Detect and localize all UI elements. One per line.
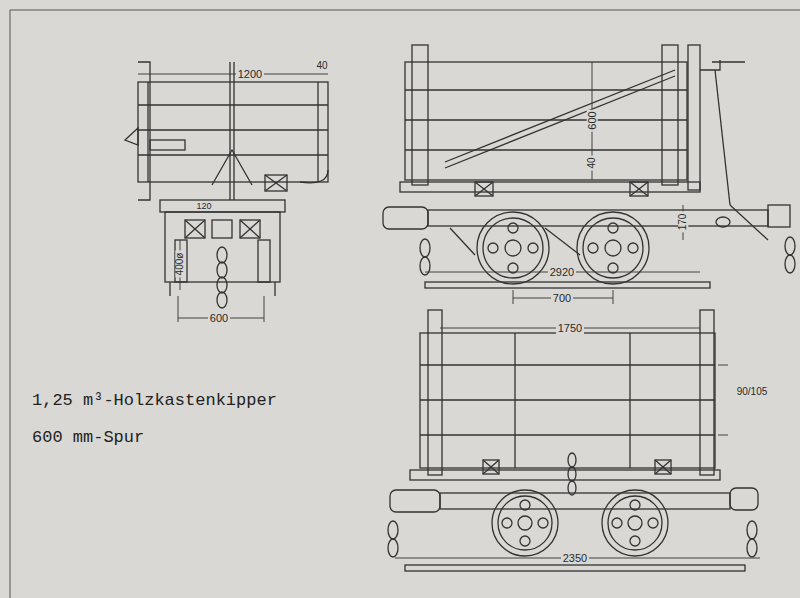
dimension-label: 400ø (175, 251, 185, 278)
dimension-label: 1750 (556, 323, 584, 334)
dimension-label: 2920 (548, 267, 576, 278)
end-view (125, 62, 328, 322)
side-view-tipped (388, 310, 760, 571)
dimension-label: 600 (586, 109, 597, 131)
dimension-label: 90/105 (735, 387, 770, 397)
dimension-label: 40 (314, 61, 329, 71)
dimension-label: 600 (208, 313, 230, 324)
caption-text: 600 mm-Spur (30, 429, 146, 446)
dimension-label: 2350 (561, 553, 589, 564)
dimension-label: 120 (194, 202, 213, 211)
side-view (383, 45, 795, 304)
caption-text: 1,25 m³-Holzkastenkipper (30, 392, 279, 409)
dimension-label: 40 (587, 155, 597, 170)
dimension-label: 1200 (236, 69, 264, 80)
dimension-label: 700 (551, 293, 573, 304)
dimension-label: 170 (678, 212, 688, 233)
